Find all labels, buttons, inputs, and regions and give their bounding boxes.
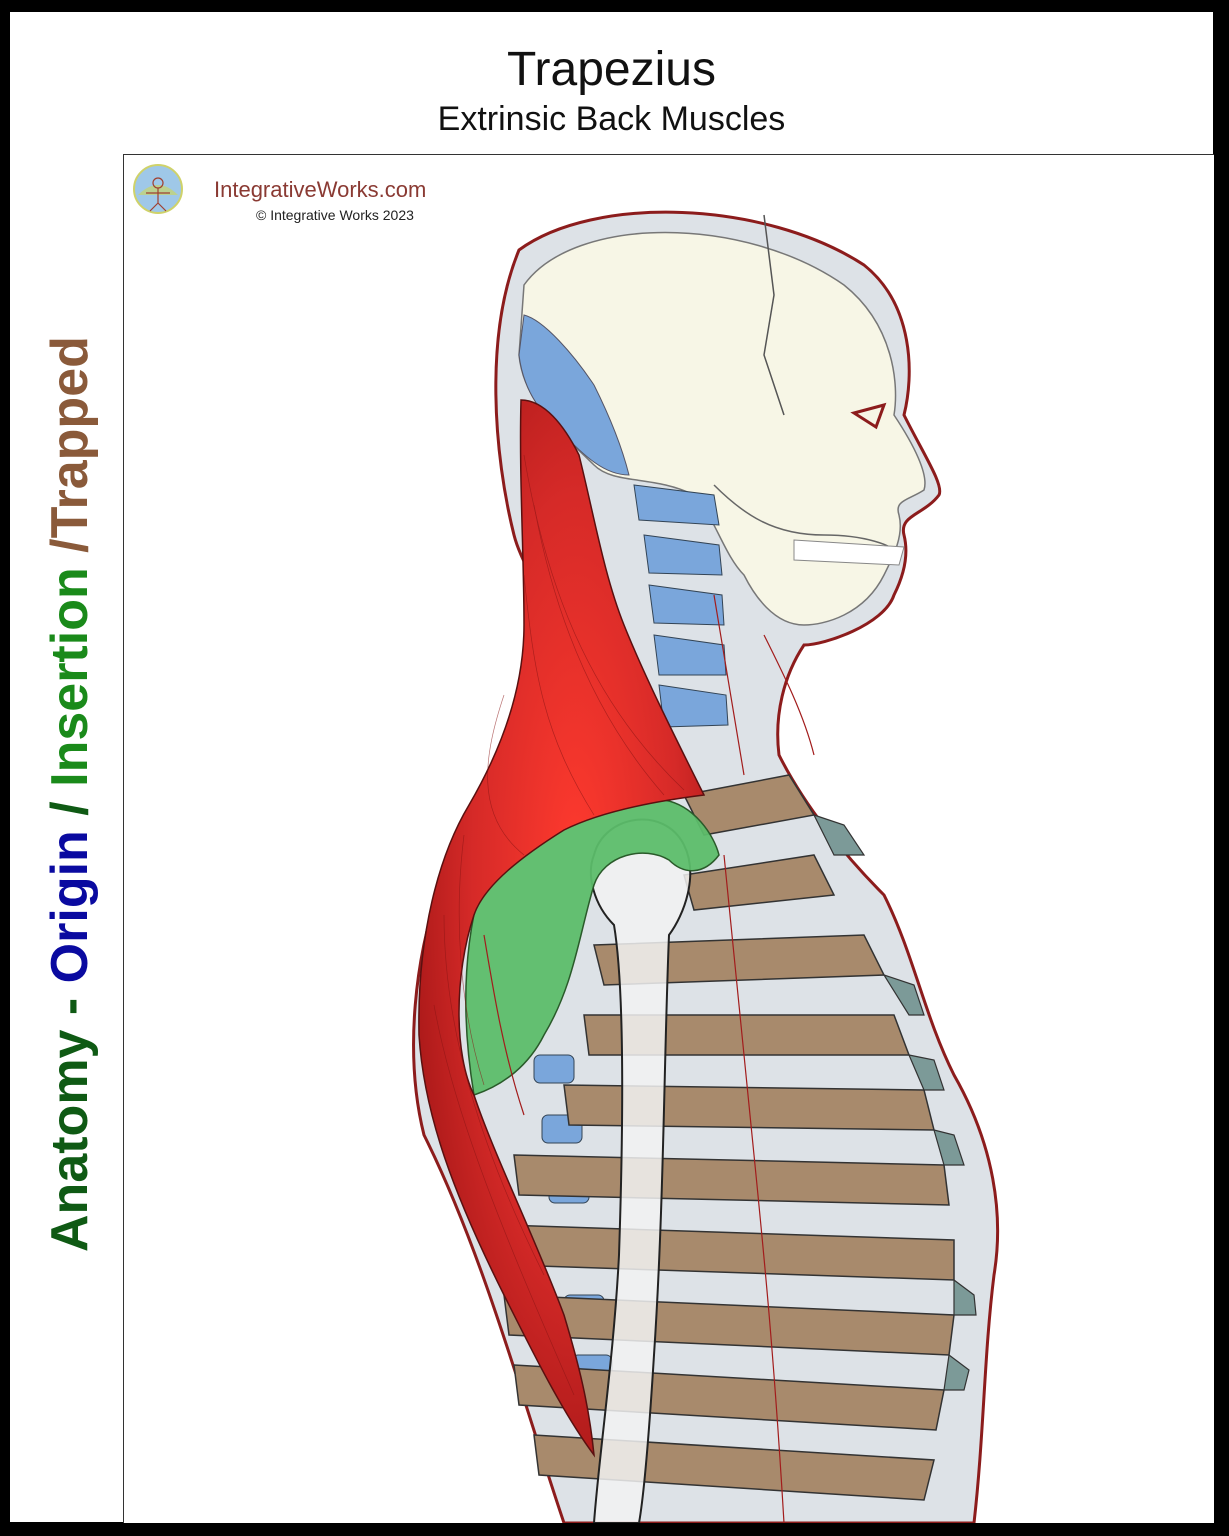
humerus [589, 818, 692, 1523]
costal-cartilage [812, 813, 977, 1391]
trapezius-illustration [133, 164, 1000, 1523]
page: Trapezius Extrinsic Back Muscles Anatomy… [10, 12, 1214, 1523]
vessel-lines [483, 594, 815, 1523]
skull-suture [763, 214, 785, 416]
teeth [793, 539, 905, 566]
side-label-sep1: / [41, 786, 99, 831]
muscle-fibers [433, 454, 685, 1396]
brand-copyright: © Integrative Works 2023 [256, 207, 414, 223]
page-title: Trapezius [507, 43, 716, 96]
brand-site: IntegrativeWorks.com [214, 177, 427, 202]
trapezius-muscle [418, 399, 706, 1458]
side-label-insertion: Insertion [41, 567, 99, 787]
cervical-spine [633, 484, 729, 728]
rib-cage [503, 774, 955, 1501]
side-label-anatomy: Anatomy - [41, 983, 99, 1252]
side-label-trapped: /Trapped [41, 336, 99, 568]
side-label-origin: Origin [41, 830, 99, 984]
eye-socket [850, 402, 887, 430]
page-subtitle: Extrinsic Back Muscles [437, 100, 786, 138]
integrative-works-logo [133, 164, 183, 214]
side-label: Anatomy - Origin / Insertion /Trapped [40, 336, 100, 1252]
illustration-panel: IntegrativeWorks.com © Integrative Works… [123, 154, 1214, 1523]
